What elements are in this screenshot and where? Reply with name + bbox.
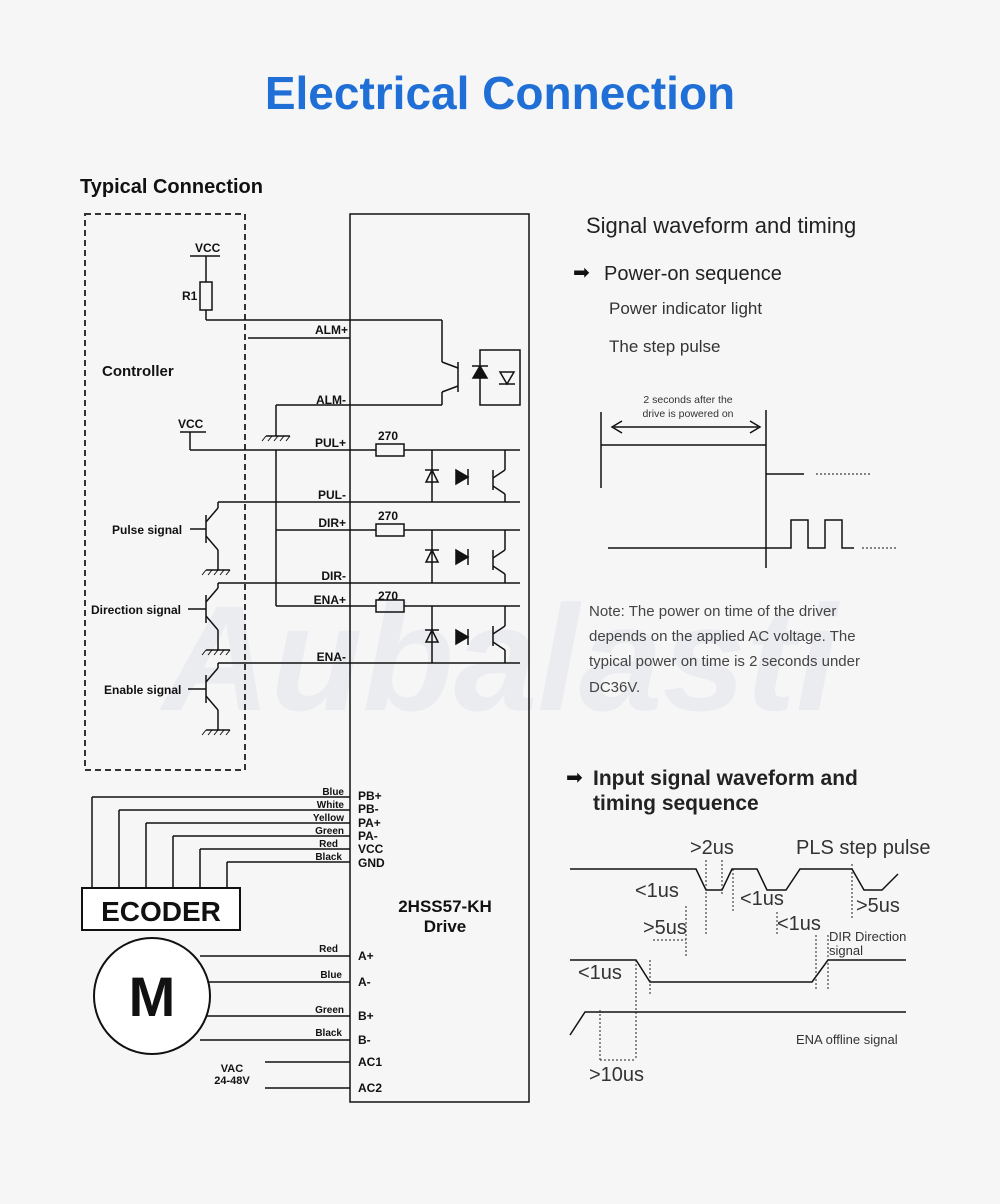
- r1-label: R1: [182, 289, 198, 303]
- motor-wire-black: Black: [315, 1028, 342, 1039]
- drive-label: Drive: [424, 917, 467, 936]
- note-line-3: typical power on time is 2 seconds under: [589, 653, 860, 670]
- pin-pa-plus: PA+: [358, 816, 381, 830]
- motor-wire-blue: Blue: [320, 970, 342, 981]
- power-on-annotation-2: drive is powered on: [642, 408, 733, 420]
- pin-ac2: AC2: [358, 1081, 382, 1095]
- timing-5us-a: >5us: [643, 917, 687, 939]
- timing-1us-c: <1us: [777, 913, 821, 935]
- resistor-pul-label: 270: [378, 429, 398, 443]
- pulse-signal-label: Pulse signal: [112, 523, 182, 537]
- encoder-box: [81, 887, 241, 931]
- page-title: Electrical Connection: [264, 67, 736, 119]
- motor-wire-green: Green: [315, 1005, 344, 1016]
- pin-dir-minus: DIR-: [321, 569, 346, 583]
- pin-gnd: GND: [358, 856, 385, 870]
- pin-ena-plus: ENA+: [314, 593, 346, 607]
- pin-alm-minus: ALM-: [316, 393, 346, 407]
- pin-dir-plus: DIR+: [318, 516, 346, 530]
- resistor-ena-label: 270: [378, 589, 398, 603]
- encoder-wire-blue: Blue: [322, 787, 344, 798]
- motor-circle: [93, 937, 211, 1055]
- controller-box: [84, 213, 246, 771]
- power-on-title: Power-on sequence: [604, 263, 782, 285]
- vac-label: VAC: [221, 1063, 243, 1075]
- motor-label: M: [129, 965, 176, 1028]
- drive-box: [349, 213, 530, 1103]
- pin-a-plus: A+: [358, 949, 374, 963]
- input-signal-title-1: Input signal waveform and: [593, 767, 858, 790]
- arrow-icon: ➡: [566, 767, 583, 789]
- pin-vcc: VCC: [358, 842, 384, 856]
- pin-pul-plus: PUL+: [315, 436, 346, 450]
- pin-alm-plus: ALM+: [315, 323, 348, 337]
- resistor-dir-label: 270: [378, 509, 398, 523]
- note-line-2: depends on the applied AC voltage. The: [589, 628, 856, 645]
- pin-ena-minus: ENA-: [317, 650, 346, 664]
- encoder-wire-yellow: Yellow: [313, 813, 344, 824]
- encoder-wire-red: Red: [319, 839, 338, 850]
- step-pulse-label: The step pulse: [609, 337, 721, 356]
- input-signal-title-2: timing sequence: [593, 792, 759, 815]
- signal-waveform-heading: Signal waveform and timing: [586, 213, 856, 238]
- encoder-wire-black: Black: [315, 852, 342, 863]
- timing-10us: >10us: [589, 1064, 644, 1086]
- vac-range-label: 24-48V: [214, 1075, 250, 1087]
- note-line-4: DC36V.: [589, 679, 640, 696]
- pin-pa-minus: PA-: [358, 829, 378, 843]
- diode-symbols: [424, 364, 516, 646]
- pls-step-pulse-label: PLS step pulse: [796, 837, 931, 859]
- pin-ac1: AC1: [358, 1055, 382, 1069]
- motor-wire-red: Red: [319, 944, 338, 955]
- controller-label: Controller: [102, 363, 174, 380]
- pin-pul-minus: PUL-: [318, 488, 346, 502]
- power-indicator-label: Power indicator light: [609, 299, 762, 318]
- timing-1us-b: <1us: [740, 888, 784, 910]
- pin-a-minus: A-: [358, 975, 371, 989]
- watermark: Aubalasti: [158, 574, 840, 742]
- vcc-label-2: VCC: [178, 417, 204, 431]
- encoder-wire-green: Green: [315, 826, 344, 837]
- arrow-icon: ➡: [573, 262, 590, 284]
- timing-1us-d: <1us: [578, 962, 622, 984]
- pin-pb-plus: PB+: [358, 789, 382, 803]
- direction-signal-label: Direction signal: [91, 603, 181, 617]
- power-on-annotation-1: 2 seconds after the: [643, 394, 732, 406]
- wiring: [91, 255, 521, 1089]
- timing-1us-a: <1us: [635, 880, 679, 902]
- timing-5us-b: >5us: [856, 895, 900, 917]
- typical-connection-heading: Typical Connection: [80, 176, 263, 198]
- ena-offline-label: ENA offline signal: [796, 1032, 898, 1047]
- dir-direction-label-2: signal: [829, 943, 863, 958]
- pin-b-plus: B+: [358, 1009, 374, 1023]
- drive-model: 2HSS57-KH: [398, 897, 492, 916]
- encoder-wire-white: White: [317, 800, 345, 811]
- dir-direction-label-1: DIR Direction: [829, 929, 906, 944]
- timing-guide-lines: [599, 860, 853, 1061]
- pin-pb-minus: PB-: [358, 802, 379, 816]
- vcc-label-top: VCC: [195, 241, 221, 255]
- note-line-1: Note: The power on time of the driver: [589, 603, 836, 620]
- enable-signal-label: Enable signal: [104, 683, 181, 697]
- timing-2us: >2us: [690, 837, 734, 859]
- encoder-label: ECODER: [101, 896, 221, 927]
- power-on-waveform: [600, 410, 898, 568]
- pin-b-minus: B-: [358, 1033, 371, 1047]
